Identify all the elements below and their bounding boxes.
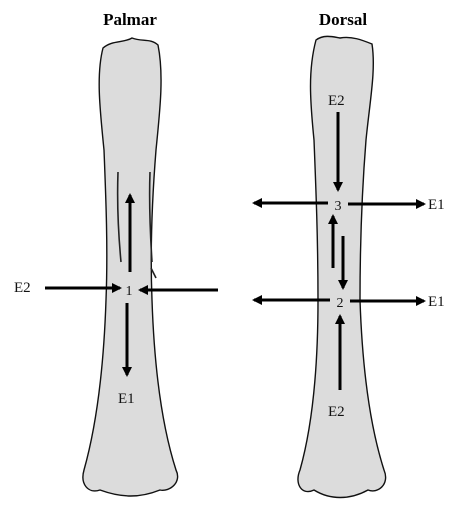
dorsal-label-bottom-e2: E2 — [328, 404, 345, 420]
palmar-label-e1: E1 — [118, 391, 135, 407]
palmar-title: Palmar — [103, 10, 157, 29]
palmar-label-e2: E2 — [14, 280, 31, 296]
palmar-site-number: 1 — [126, 284, 133, 299]
dorsal-label-top-e2: E2 — [328, 93, 345, 109]
dorsal-title: Dorsal — [319, 10, 367, 29]
dorsal-site-2: 2 — [337, 296, 344, 311]
dorsal-site-3: 3 — [335, 199, 342, 214]
dorsal-label-right-bottom-e1: E1 — [428, 294, 445, 310]
dorsal-label-right-top-e1: E1 — [428, 197, 445, 213]
